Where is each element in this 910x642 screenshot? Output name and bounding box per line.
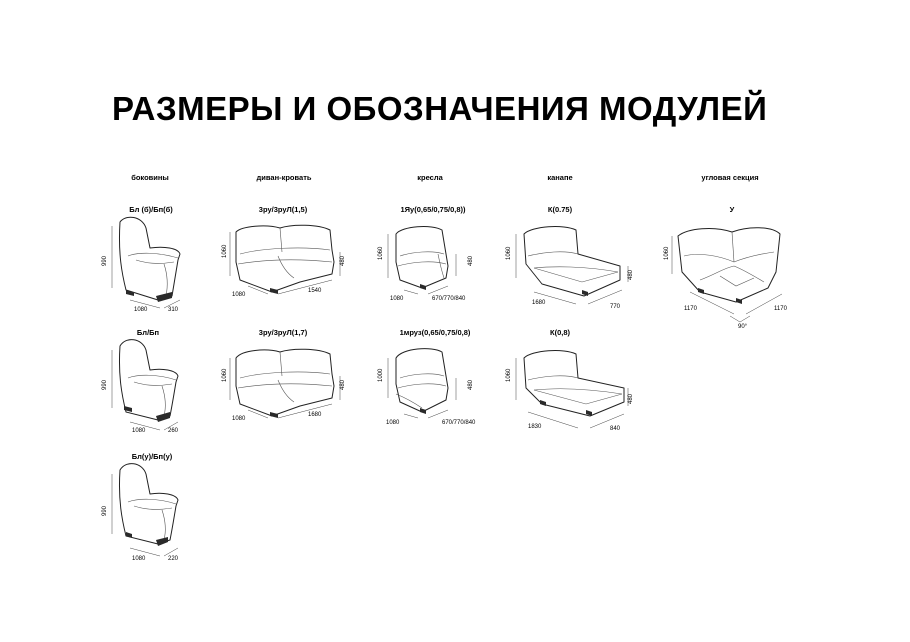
sofa-bed-zru17-drawing: 1060 480 1080 1680 <box>222 348 346 422</box>
side-module-bl-u-drawing: 990 1080 220 <box>102 463 179 562</box>
page-title: РАЗМЕРЫ И ОБОЗНАЧЕНИЯ МОДУЛЕЙ <box>112 90 768 127</box>
dim-bl-width: 260 <box>168 428 179 434</box>
module-label-zru17: 3ру/3руЛ(1,7) <box>258 328 308 337</box>
dim-zru17-width: 1680 <box>308 412 322 418</box>
module-label-bl-b: Бл (б)/Бп(б) <box>129 205 173 214</box>
armchair-ya1-drawing: 1060 480 1080 670/770/840 <box>378 226 474 302</box>
dim-bl-b-depth: 1080 <box>134 307 148 313</box>
dim-bl-height: 990 <box>102 379 108 390</box>
header-corner: угловая секция <box>701 173 759 182</box>
header-sides: боковины <box>131 173 169 182</box>
module-label-bl-u: Бл(у)/Бп(у) <box>131 452 173 461</box>
header-sofa-bed: диван-кровать <box>256 173 312 182</box>
dim-bl-depth: 1080 <box>132 428 146 434</box>
module-label-k075: К(0.75) <box>547 205 573 214</box>
dim-mruz1-seat: 480 <box>468 379 474 390</box>
dim-u-width-right: 1170 <box>774 306 788 312</box>
module-label-zru15: 3ру/3руЛ(1,5) <box>258 205 308 214</box>
dim-zru17-depth: 1080 <box>232 416 246 422</box>
module-label-bl: Бл/Бп <box>136 328 160 337</box>
module-label-ya1: 1Яу(0,65/0,75/0,8)) <box>400 205 466 214</box>
dim-zru15-height: 1060 <box>222 244 228 258</box>
dim-u-width-left: 1170 <box>684 306 698 312</box>
dim-bl-u-depth: 1080 <box>132 556 146 562</box>
side-module-bl-drawing: 990 1080 260 <box>102 339 179 434</box>
dim-k075-seat: 480 <box>628 269 634 280</box>
dim-u-angle: 90° <box>738 324 748 330</box>
dim-ya1-height: 1060 <box>378 246 384 260</box>
sofa-bed-zru15-drawing: 1060 480 1080 1540 <box>222 224 346 298</box>
dim-k075-width: 770 <box>610 304 621 310</box>
armchair-mruz1-drawing: 1000 480 1080 670/770/840 <box>378 348 476 426</box>
canape-k08-drawing: 1060 480 1830 840 <box>506 350 634 432</box>
dim-mruz1-height: 1000 <box>378 368 384 382</box>
dim-ya1-depth: 1080 <box>390 296 404 302</box>
dim-mruz1-depth: 1080 <box>386 420 400 426</box>
dim-k08-depth: 1830 <box>528 424 542 430</box>
side-module-bl-b-drawing: 990 1080 310 <box>102 216 181 313</box>
dim-ya1-seat: 480 <box>468 255 474 266</box>
dim-bl-u-width: 220 <box>168 556 179 562</box>
dim-k08-height: 1060 <box>506 368 512 382</box>
dim-k075-depth: 1680 <box>532 300 546 306</box>
header-canape: канапе <box>547 173 573 182</box>
dim-bl-u-height: 990 <box>102 505 108 516</box>
dim-zru17-height: 1060 <box>222 368 228 382</box>
module-label-mruz1: 1мруз(0,65/0,75/0,8) <box>399 328 471 337</box>
dim-zru17-seat: 480 <box>340 379 346 390</box>
module-label-k08: К(0,8) <box>550 328 570 337</box>
dim-k08-width: 840 <box>610 426 621 432</box>
dim-ya1-width: 670/770/840 <box>432 296 466 302</box>
module-label-u: У <box>729 205 735 214</box>
dim-bl-b-height: 990 <box>102 255 108 266</box>
dim-zru15-width: 1540 <box>308 288 322 294</box>
dim-zru15-seat: 480 <box>340 255 346 266</box>
dim-k075-height: 1060 <box>506 246 512 260</box>
dim-u-height: 1060 <box>664 246 670 260</box>
dim-bl-b-width: 310 <box>168 307 179 313</box>
canape-k075-drawing: 1060 480 1680 770 <box>506 226 634 310</box>
dim-mruz1-width: 670/770/840 <box>442 420 476 426</box>
dim-k08-seat: 480 <box>628 393 634 404</box>
dim-zru15-depth: 1080 <box>232 292 246 298</box>
header-armchairs: кресла <box>417 173 443 182</box>
corner-section-u-drawing: 1060 1170 1170 90° <box>664 227 788 330</box>
